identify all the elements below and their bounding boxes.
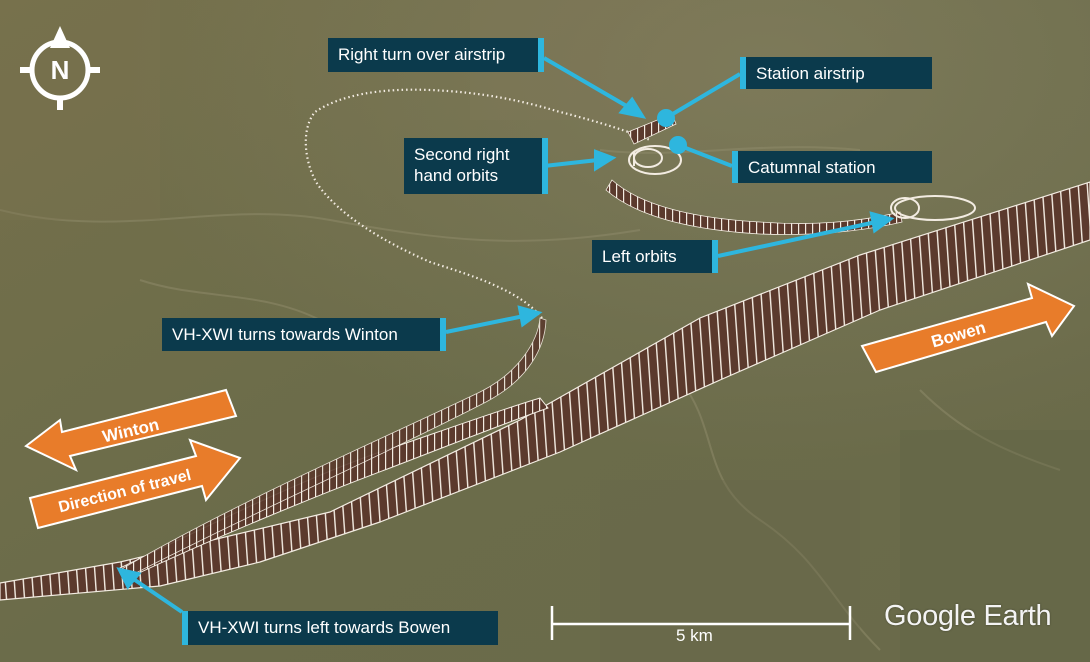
- callout-text: VH-XWI turns left towards Bowen: [198, 618, 451, 637]
- google-earth-logo-google: Google: [884, 600, 976, 632]
- callout-turns-towards-winton: VH-XWI turns towards Winton: [162, 318, 446, 351]
- callout-second-right-hand-orbits: Second right hand orbits: [404, 138, 548, 194]
- winton-arrow: Winton: [24, 388, 238, 473]
- callout-text: Right turn over airstrip: [338, 45, 506, 64]
- callout-text-line1: Second right: [414, 145, 510, 164]
- callout-text: VH-XWI turns towards Winton: [172, 325, 398, 344]
- callout-text: Station airstrip: [756, 64, 865, 83]
- flight-track-east-leg: [605, 179, 903, 235]
- terrain-creeks: [0, 146, 1061, 651]
- scale-bar-label: 5 km: [676, 626, 713, 645]
- flight-track-main: [0, 181, 1090, 601]
- north-compass-icon: N: [20, 26, 100, 110]
- compass-label: N: [51, 55, 70, 85]
- callout-text-line2: hand orbits: [414, 166, 499, 185]
- callout-right-turn-over-airstrip: Right turn over airstrip: [328, 38, 544, 72]
- flight-track-left-orbits: [890, 195, 976, 221]
- flight-track-winton-leg: [119, 317, 547, 579]
- google-earth-logo: Google Earth: [884, 600, 1052, 633]
- flight-track-northern-loop: [304, 88, 651, 319]
- callout-catumnal-station: Catumnal station: [732, 151, 932, 183]
- google-earth-logo-earth: Earth: [983, 600, 1052, 632]
- scale-bar: [550, 606, 852, 640]
- callout-text: Catumnal station: [748, 158, 876, 177]
- callout-text: Left orbits: [602, 247, 677, 266]
- flight-track-right-orbits: [628, 145, 682, 175]
- callout-station-airstrip: Station airstrip: [740, 57, 932, 89]
- callout-left-orbits: Left orbits: [592, 240, 718, 273]
- callout-turns-left-towards-bowen: VH-XWI turns left towards Bowen: [182, 611, 498, 645]
- callout-pointers: [116, 56, 895, 614]
